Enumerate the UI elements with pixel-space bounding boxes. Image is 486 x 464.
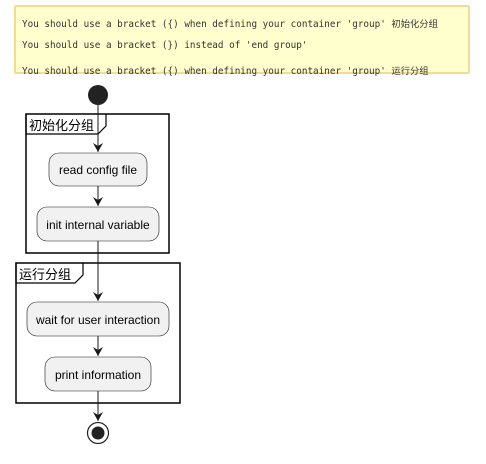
activity-wait-interaction: wait for user interaction	[26, 301, 170, 337]
warning-line-3: You should use a bracket ({) when defini…	[22, 66, 429, 77]
group-run-title: 运行分组	[19, 268, 71, 283]
activity-label: init internal variable	[46, 218, 150, 232]
warning-line-1: You should use a bracket ({) when defini…	[22, 19, 438, 30]
activity-read-config: read config file	[48, 152, 148, 187]
activity-label: wait for user interaction	[35, 313, 160, 327]
activity-init-variable: init internal variable	[36, 206, 160, 242]
activity-label: print information	[55, 368, 141, 382]
warning-note: You should use a bracket ({) when defini…	[14, 5, 470, 77]
activity-print-information: print information	[44, 356, 152, 392]
activity-label: read config file	[59, 163, 137, 177]
warning-line-2: You should use a bracket (}) instead of …	[22, 40, 308, 51]
start-node	[88, 85, 108, 105]
group-init-title: 初始化分组	[29, 119, 94, 134]
end-node	[86, 421, 110, 445]
